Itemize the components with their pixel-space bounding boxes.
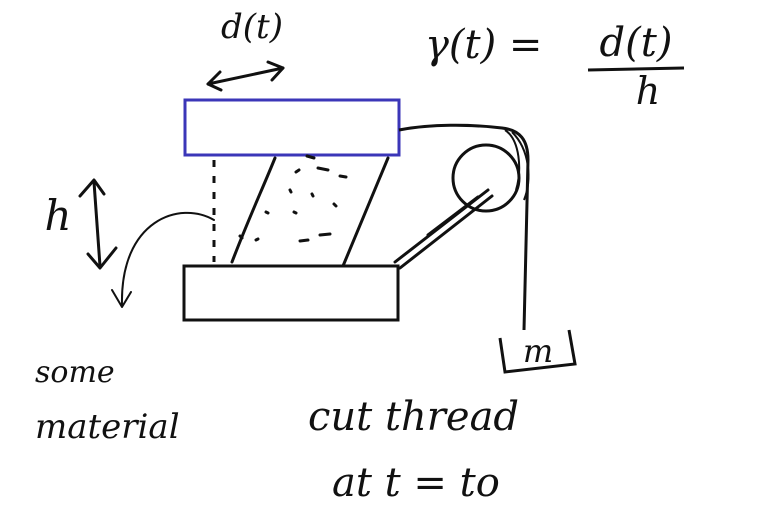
- strain-fraction-bar: [587, 66, 685, 72]
- pulley-strut: [393, 188, 494, 270]
- bottom-plate: [182, 264, 400, 322]
- displacement-label: d(t): [221, 7, 283, 47]
- mass-label: m: [523, 332, 553, 370]
- mass-box: [498, 329, 577, 374]
- material-speckles: [238, 154, 348, 243]
- strain-numerator: d(t): [600, 20, 673, 66]
- material-right-edge: [341, 156, 390, 268]
- cut-label-line1: cut thread: [308, 394, 519, 440]
- thread-wrap: [504, 129, 521, 191]
- material-label-line2: material: [35, 407, 180, 447]
- material-label-line1: some: [35, 355, 115, 390]
- strain-lhs: γ(t) =: [425, 22, 542, 68]
- strain-denominator: h: [636, 69, 660, 113]
- top-plate: [183, 98, 401, 157]
- thread: [398, 123, 530, 331]
- cut-label-line2: at t = to: [332, 460, 500, 506]
- height-arrow: [78, 178, 118, 270]
- height-label: h: [44, 191, 71, 240]
- material-pointer-arrow: [111, 211, 215, 308]
- displacement-arrow: [206, 60, 285, 92]
- thread-wrap-2: [511, 131, 530, 201]
- material-left-edge: [230, 156, 277, 264]
